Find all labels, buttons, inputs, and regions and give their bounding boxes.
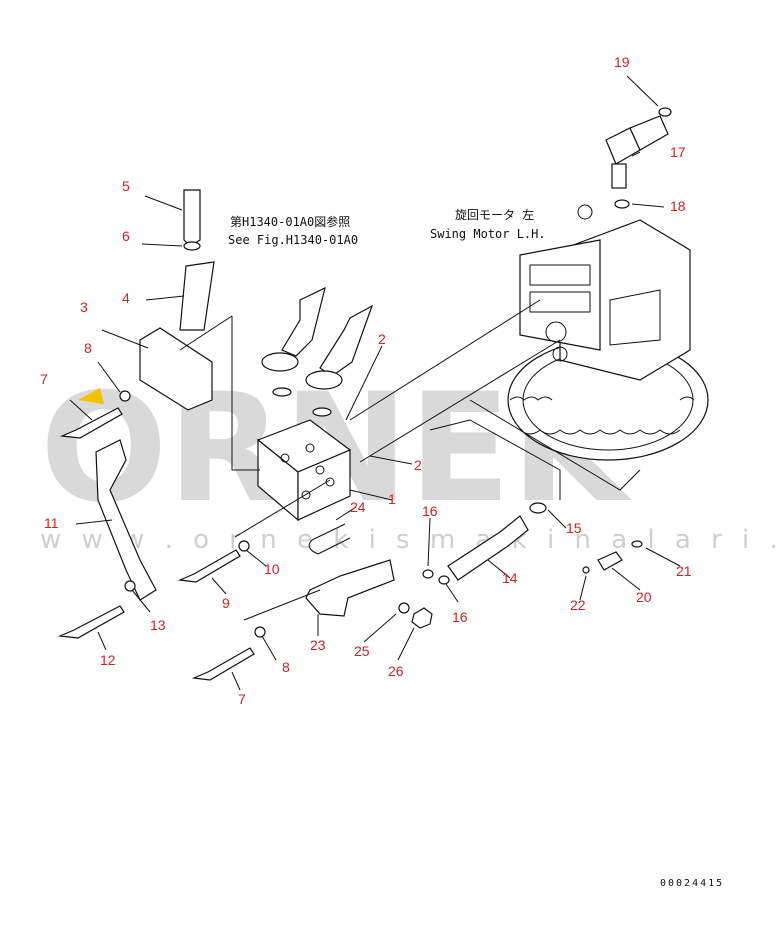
connector-line-a <box>179 315 260 471</box>
callout-8-lower: 8 <box>282 659 290 675</box>
washer-8-upper <box>119 390 131 402</box>
o-ring-18 <box>614 199 630 209</box>
callout-24: 24 <box>350 499 366 515</box>
bolt-9 <box>177 549 241 583</box>
support-arm <box>95 439 157 601</box>
callout-23: 23 <box>310 637 326 653</box>
callout-19: 19 <box>614 54 630 70</box>
o-ring-19 <box>658 107 672 117</box>
washer-25 <box>398 602 410 614</box>
o-ring-22 <box>582 566 590 574</box>
callout-9: 9 <box>222 595 230 611</box>
callout-20: 20 <box>636 589 652 605</box>
o-ring-15 <box>529 502 547 514</box>
callout-7-upper: 7 <box>40 371 48 387</box>
flange-right <box>305 370 343 390</box>
swing-motor <box>507 204 709 461</box>
watermark-url: w w w . o r n e k i s m a k i n a l a r … <box>40 525 779 555</box>
callout-8-upper: 8 <box>84 340 92 356</box>
callout-21: 21 <box>676 563 692 579</box>
reference-note-en: See Fig.H1340-01A0 <box>228 233 358 247</box>
washer-6 <box>183 241 201 251</box>
bolt-7-upper <box>59 407 123 439</box>
flange-left <box>261 352 299 372</box>
leader-lines <box>69 75 681 691</box>
callout-6: 6 <box>122 228 130 244</box>
washer-13 <box>124 580 136 592</box>
connector-line-b <box>349 299 561 463</box>
hose-left <box>281 286 326 357</box>
callout-25: 25 <box>354 643 370 659</box>
bolt-7-lower <box>191 647 255 681</box>
drawing-code: 00024415 <box>660 878 724 889</box>
callout-14: 14 <box>502 570 518 586</box>
callout-2-lower: 2 <box>414 457 422 473</box>
valve-block <box>256 419 352 522</box>
motor-note-en: Swing Motor L.H. <box>430 227 546 241</box>
bolt-12 <box>57 605 125 639</box>
callout-15: 15 <box>566 520 582 536</box>
o-ring-16a <box>422 569 434 579</box>
washer-10 <box>238 540 250 552</box>
callout-11: 11 <box>44 515 59 531</box>
washer-8-lower <box>254 626 266 638</box>
bracket <box>139 327 213 411</box>
callout-7-lower: 7 <box>238 691 246 707</box>
callout-3: 3 <box>80 299 88 315</box>
callout-1: 1 <box>388 491 396 507</box>
callout-17: 17 <box>670 144 686 160</box>
callout-18: 18 <box>670 198 686 214</box>
o-ring-right <box>312 407 332 417</box>
connector-line-c <box>429 399 641 500</box>
u-bolt <box>308 523 351 555</box>
callout-4: 4 <box>122 290 130 306</box>
callout-13: 13 <box>150 617 166 633</box>
fitting-20 <box>597 551 623 571</box>
connector-line-d <box>234 479 331 621</box>
o-ring-16b <box>438 575 450 585</box>
sensor <box>447 515 529 581</box>
strap <box>179 261 215 331</box>
callout-10: 10 <box>264 561 280 577</box>
o-ring-left <box>272 387 292 397</box>
callout-16-upper: 16 <box>422 503 438 519</box>
callout-2-upper: 2 <box>378 331 386 347</box>
clamp-bracket <box>305 559 395 617</box>
motor-note-jp: 旋回モータ 左 <box>455 207 534 222</box>
callout-12: 12 <box>100 652 116 668</box>
elbow-fitting <box>605 115 669 189</box>
bolt-5 <box>183 189 201 247</box>
nut-26 <box>411 607 433 629</box>
callout-5: 5 <box>122 178 130 194</box>
o-ring-21 <box>631 540 643 548</box>
callout-26: 26 <box>388 663 404 679</box>
watermark-accent <box>78 388 104 404</box>
callout-16-lower: 16 <box>452 609 468 625</box>
reference-note-jp: 第H1340-01A0図参照 <box>230 214 350 229</box>
callout-22: 22 <box>570 597 586 613</box>
